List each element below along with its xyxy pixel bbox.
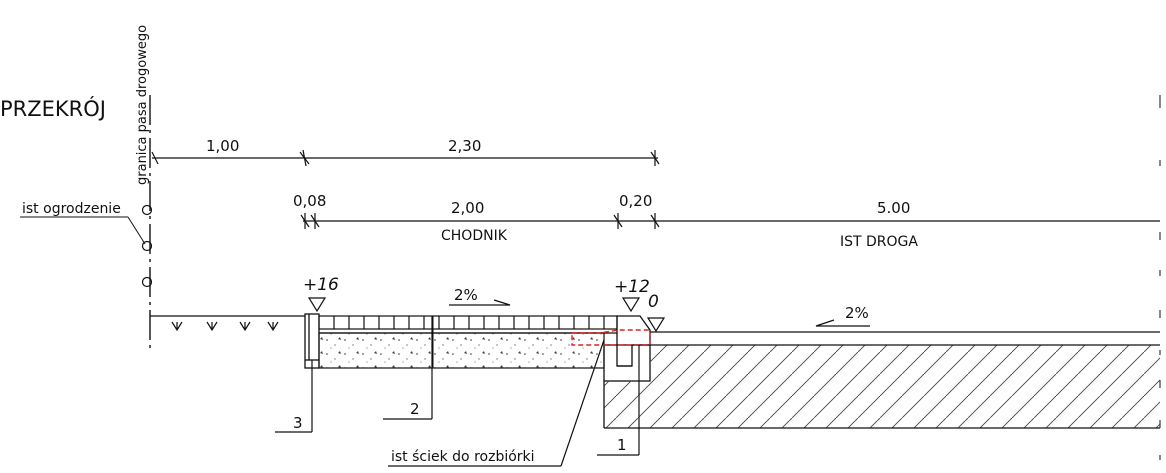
slope-sidewalk: 2% [454,286,478,304]
sidewalk-paving [318,315,618,334]
slope-arrow-sidewalk [449,299,511,306]
callout-1-leader [597,345,640,456]
left-curb [304,313,320,369]
elevation-markers [307,297,666,333]
callout-2-leader [383,316,433,420]
boundary-label: granica pasa drogowego [135,25,150,185]
fence-leader [20,216,146,245]
callout-3-leader [275,360,313,433]
dim-1-00: 1,00 [206,137,239,155]
dimension-line-second [300,213,1160,229]
elevation-plus12: +12 [614,277,650,297]
callout-3: 3 [293,414,303,432]
dim-2-00: 2,00 [451,199,484,217]
dim-5-00: 5.00 [877,199,910,217]
dim-0-20: 0,20 [619,192,652,210]
road-curb [603,315,651,382]
fence-posts [141,204,153,288]
elevation-zero: 0 [648,292,659,312]
dim-0-08: 0,08 [293,192,326,210]
gutter-removal-outline [571,329,651,346]
road-structure [603,331,1160,429]
slope-road: 2% [845,304,869,322]
slope-arrow-road [815,319,870,327]
zone-chodnik: CHODNIK [441,228,508,244]
fence-label: ist ogrodzenie [22,201,121,217]
callout-1: 1 [617,436,627,454]
zone-ist-droga: IST DROGA [840,234,918,250]
ground-line [150,315,305,332]
dim-2-30: 2,30 [448,137,481,155]
dimension-line-top [151,149,660,167]
sidewalk-base [318,316,605,369]
callout-gutter: ist ściek do rozbiórki [391,449,535,465]
elevation-plus16: +16 [303,275,339,295]
section-title: PRZEKRÓJ [0,96,106,121]
callout-2: 2 [410,400,420,418]
callout-gutter-leader [388,339,605,467]
